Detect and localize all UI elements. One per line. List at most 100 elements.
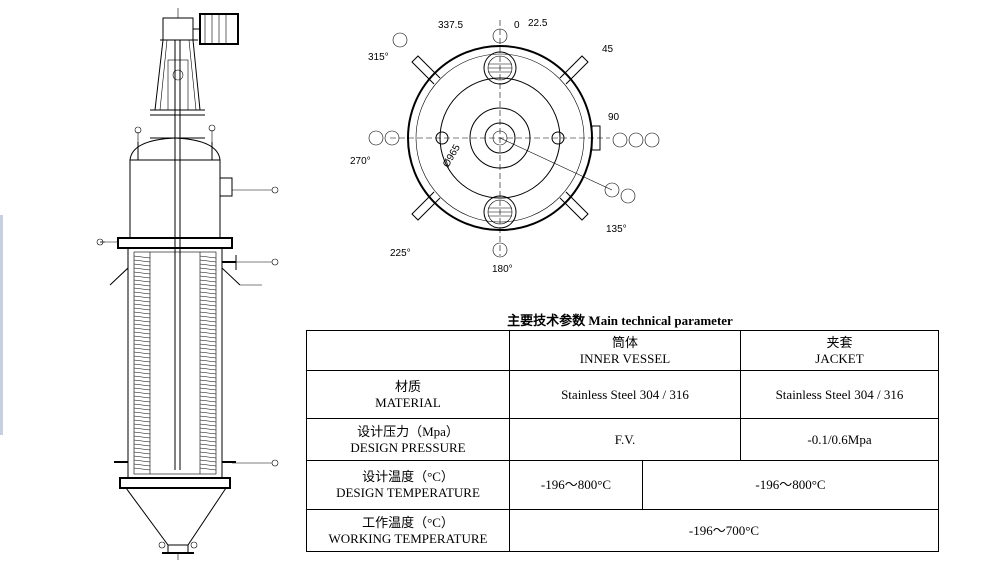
coil-turn [199,463,217,467]
coil-turn [199,307,217,311]
coil-turn [199,379,217,383]
angle-22-label: 22.5 [528,18,548,29]
material-cn: 材质 [394,378,421,394]
coil-turn [133,419,151,423]
jacketed-shell [127,247,223,479]
coil-turn [199,423,217,427]
coil-turn [133,339,151,343]
coil-turn [133,407,151,411]
coil-turn [199,371,217,375]
coil-turn [133,271,151,275]
coil-turn [133,299,151,303]
coil-turn [133,383,151,387]
coil-turn [199,267,217,271]
jacket-cn: 夹套 [826,334,853,350]
coil-turn [133,259,151,263]
coil-turn [133,463,151,467]
inner-vessel-cn: 筒体 [611,334,638,350]
temperature-label: 设计温度（°C） DESIGN TEMPERATURE [306,460,510,510]
coil-turn [199,419,217,423]
coil-turn [133,375,151,379]
coil-turn [133,283,151,287]
coil-turn [133,399,151,403]
coil-turn [199,327,217,331]
conical-bottom [125,487,227,546]
coil-turn [133,391,151,395]
coil-turn [199,431,217,435]
bottom-flange [119,477,231,489]
working-value: -196～700°C [509,509,939,552]
coil-turn [199,311,217,315]
coil-turn [199,395,217,399]
coil-turn [199,335,217,339]
angle-337-label: 337.5 [438,20,463,31]
coil-turn [133,319,151,323]
coil-turn [133,311,151,315]
coil-turn [133,411,151,415]
header-jacket: 夹套 JACKET [740,330,939,371]
header-empty-cell [306,330,510,371]
jacket-en: JACKET [815,350,864,366]
pressure-inner: F.V. [509,418,741,461]
manhole-top [483,51,517,85]
coil-turn [133,331,151,335]
material-inner: Stainless Steel 304 / 316 [509,370,741,419]
coil-turn [133,335,151,339]
coil-turn [133,427,151,431]
coil-turn [133,371,151,375]
coil-turn [133,295,151,299]
coil-turn [199,351,217,355]
coil-turn [199,331,217,335]
angle-315-label: 315° [368,52,389,63]
coil-turn [133,291,151,295]
temperature-cn: 设计温度（°C） [362,469,454,484]
plan-callouts [368,28,660,258]
coil-turn [199,359,217,363]
coil-turn [133,451,151,455]
heating-coil-left [133,255,151,471]
coil-turn [199,275,217,279]
coil-turn [199,347,217,351]
coil-turn [133,287,151,291]
coil-turn [133,439,151,443]
angle-45-label: 45 [602,44,614,55]
working-label: 工作温度（°C） WORKING TEMPERATURE [306,509,510,552]
coil-turn [133,447,151,451]
working-row: 工作温度（°C） WORKING TEMPERATURE -196～700°C [306,509,939,552]
inner-vessel-en: INNER VESSEL [579,350,671,366]
coil-turn [199,319,217,323]
coil-turn [133,467,151,471]
upper-shell [129,137,233,239]
coil-turn [199,263,217,267]
coil-turn [199,279,217,283]
coil-turn [133,327,151,331]
coil-turn [199,363,217,367]
angle-225-label: 225° [390,248,411,259]
heating-coil-right [199,255,217,471]
coil-turn [199,315,217,319]
temperature-row: 设计温度（°C） DESIGN TEMPERATURE -196～800°C -… [306,460,939,510]
coil-turn [199,427,217,431]
coil-turn [199,343,217,347]
angle-135-label: 135° [606,224,627,235]
pressure-row: 设计压力（Mpa） DESIGN PRESSURE F.V. -0.1/0.6M… [306,418,939,461]
coil-turn [199,303,217,307]
coil-turn [199,455,217,459]
coil-turn [199,407,217,411]
support-lug-left [109,266,129,300]
coil-turn [199,451,217,455]
coil-turn [133,403,151,407]
coil-turn [133,347,151,351]
coil-turn [199,271,217,275]
coil-turn [133,255,151,259]
material-label: 材质 MATERIAL [306,370,510,419]
working-en: WORKING TEMPERATURE [328,530,488,546]
coil-turn [133,267,151,271]
leader-callouts [96,124,279,560]
header-row: 筒体 INNER VESSEL 夹套 JACKET [306,330,939,371]
vessel-elevation-drawing [96,8,279,560]
coil-turn [133,303,151,307]
technical-parameter-table: 筒体 INNER VESSEL 夹套 JACKET 材质 MATERIAL St… [306,330,939,552]
coil-turn [133,455,151,459]
coil-turn [199,323,217,327]
